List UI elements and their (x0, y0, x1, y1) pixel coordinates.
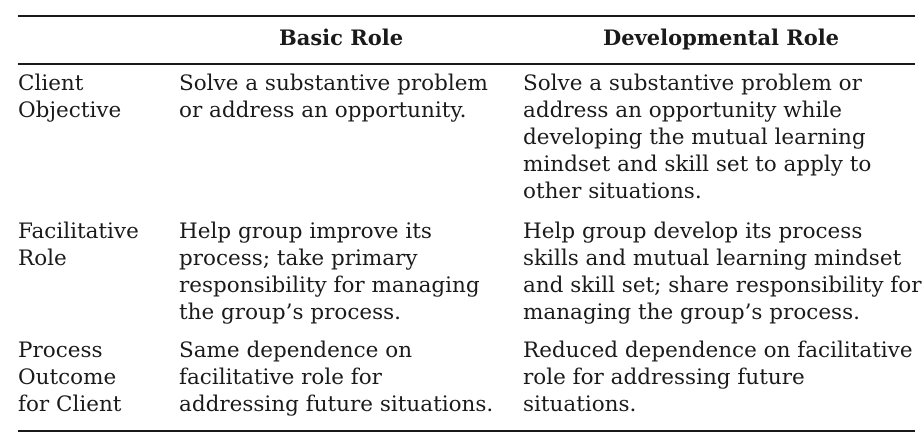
table-bottom-rule (18, 430, 915, 432)
row-label: Facilitative Role (18, 219, 139, 271)
basic-role-cell: Same dependence on facilitative role for… (179, 338, 494, 417)
developmental-role-cell: Solve a substantive problem or address a… (523, 71, 872, 204)
row-label: Client Objective (18, 71, 122, 123)
developmental-role-cell: Reduced dependence on facilitative role … (523, 338, 913, 417)
row-label: Process Outcome for Client (18, 338, 122, 417)
column-header-basic-role: Basic Role (279, 25, 404, 50)
basic-role-cell: Solve a substantive problem or address a… (179, 71, 488, 123)
developmental-role-cell: Help group develop its process skills an… (523, 219, 922, 325)
table-top-rule (18, 15, 915, 17)
column-header-developmental-role: Developmental Role (603, 25, 840, 50)
header-divider-rule (18, 63, 915, 65)
basic-role-cell: Help group improve its process; take pri… (179, 219, 480, 325)
